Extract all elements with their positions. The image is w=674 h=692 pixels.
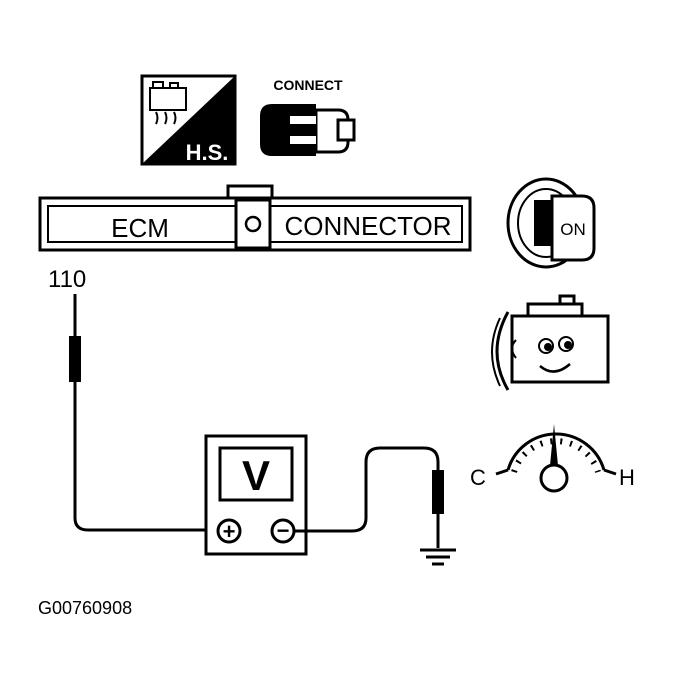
pin-number: 110 [48, 266, 86, 293]
figure-id: G00760908 [38, 598, 132, 618]
plus-terminal-symbol: + [223, 519, 236, 544]
negative-probe-lead [294, 446, 444, 548]
ignition-on-icon: ON [506, 177, 596, 269]
voltmeter: V + − [204, 434, 308, 556]
positive-probe-lead [69, 294, 210, 532]
plug-icon [260, 104, 356, 156]
positive-probe-tip [69, 336, 81, 382]
ecm-connector: ECM CONNECTOR [38, 184, 472, 252]
hs-badge: H.S. [140, 74, 237, 166]
gauge-hot-label: H [619, 465, 635, 490]
engine-running-icon [491, 294, 610, 391]
voltmeter-v-label: V [242, 452, 270, 499]
voltmeter-display [218, 446, 294, 502]
minus-terminal: − [270, 518, 296, 544]
temperature-gauge-icon: C H [470, 424, 635, 493]
connector-label: CONNECTOR [284, 211, 451, 241]
plus-terminal: + [216, 518, 242, 544]
hs-label: H.S. [186, 140, 229, 165]
connect-badge: CONNECT [260, 77, 356, 156]
minus-terminal-symbol: − [277, 518, 290, 543]
ground-symbol-icon [420, 548, 456, 566]
ignition-on-label: ON [560, 220, 586, 239]
negative-probe-tip [432, 470, 444, 514]
gauge-hub [539, 463, 569, 493]
ecm-label: ECM [111, 213, 169, 243]
connect-label: CONNECT [273, 77, 343, 93]
connector-latch [244, 215, 262, 233]
engine-warm-icon [149, 81, 187, 125]
gauge-cold-label: C [470, 465, 486, 490]
